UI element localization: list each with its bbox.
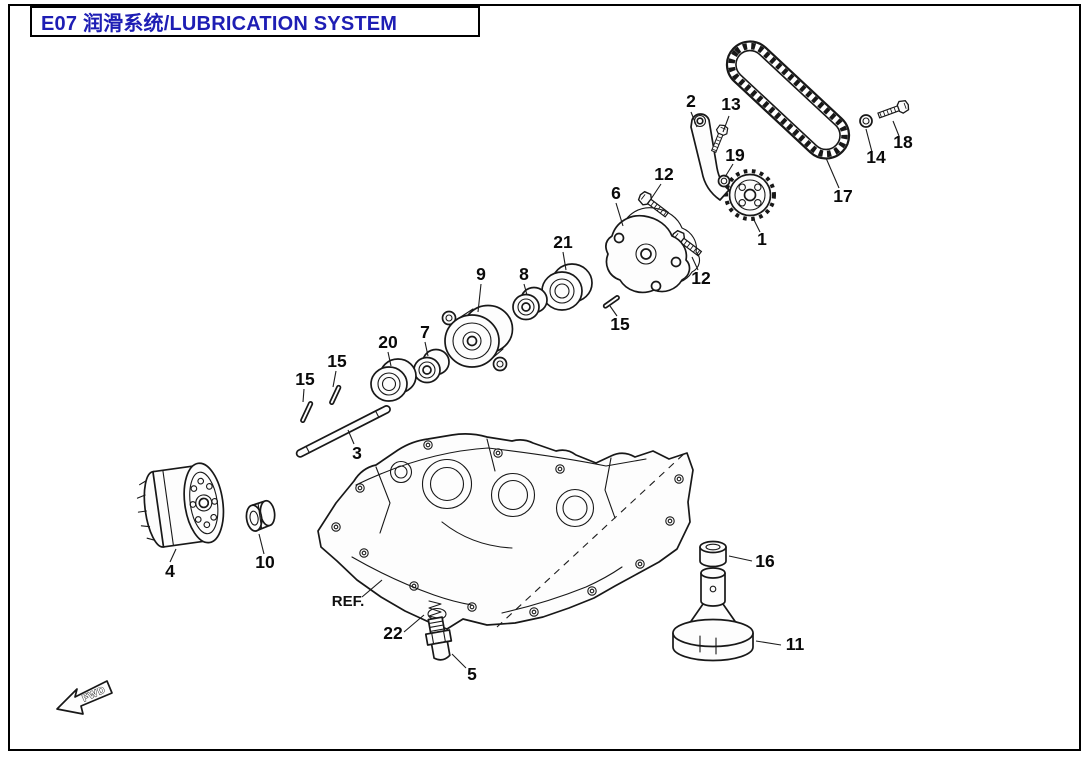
part-number-9: 9 <box>476 264 486 284</box>
part-number-17: 17 <box>833 186 852 206</box>
part-number-8: 8 <box>519 264 529 284</box>
outer-rotor-21 <box>541 263 593 311</box>
collar-16 <box>699 540 727 568</box>
part-number-15: 15 <box>610 314 630 334</box>
oil-pressure-switch <box>424 616 453 661</box>
title-box: E07 润滑系统/LUBRICATION SYSTEM <box>30 6 480 37</box>
ref-label: REF. <box>332 593 365 610</box>
pump-shaft <box>295 405 391 458</box>
part-number-16: 16 <box>755 551 775 571</box>
part-number-22: 22 <box>383 623 403 643</box>
fwd-label: FWD <box>81 684 108 704</box>
oil-filter <box>136 462 225 548</box>
part-number-21: 21 <box>553 232 573 252</box>
inner-rotor-7 <box>413 348 450 384</box>
bushing-19 <box>717 174 731 188</box>
crankcase <box>317 433 694 630</box>
part-number-20: 20 <box>378 332 398 352</box>
dowel-pin-15b <box>329 384 342 406</box>
callout-numbers: 2 13 18 14 19 17 12 6 1 21 12 9 8 15 7 20 15 15 3 4 10 22 5 16 1… <box>165 91 913 684</box>
part-number-11: 11 <box>786 634 805 654</box>
part-number-2: 2 <box>686 91 696 111</box>
outer-rotor-20 <box>370 358 417 402</box>
part-number-15: 15 <box>295 369 315 389</box>
inner-rotor-8 <box>512 286 548 321</box>
part-number-12: 12 <box>654 164 674 184</box>
part-number-10: 10 <box>255 552 275 572</box>
oil-strainer <box>672 567 754 662</box>
leader-lines <box>169 111 900 669</box>
washer-14 <box>859 114 873 128</box>
construction-line <box>496 451 687 628</box>
fwd-arrow: FWD <box>56 680 113 715</box>
page-title: E07 润滑系统/LUBRICATION SYSTEM <box>41 13 398 35</box>
oil-plug <box>245 499 276 532</box>
part-number-19: 19 <box>725 145 745 165</box>
part-number-1: 1 <box>757 229 767 249</box>
part-number-12: 12 <box>691 268 711 288</box>
part-number-6: 6 <box>611 183 621 203</box>
part-number-13: 13 <box>721 94 741 114</box>
dowel-pin-15a <box>300 401 314 424</box>
dowel-pin-15c <box>602 295 620 309</box>
part-number-5: 5 <box>467 664 477 684</box>
bolt-18 <box>876 98 912 122</box>
oil-pump-body <box>441 304 514 372</box>
part-number-14: 14 <box>866 147 886 167</box>
spring-clip-22 <box>428 600 442 620</box>
part-number-3: 3 <box>352 443 362 463</box>
part-number-4: 4 <box>165 561 175 581</box>
sprocket <box>724 169 776 221</box>
cam-chain-icon <box>725 40 851 160</box>
part-number-7: 7 <box>420 322 430 342</box>
oil-pump-cover <box>605 207 701 294</box>
part-number-18: 18 <box>893 132 913 152</box>
crankcase-bolt-bosses <box>331 440 684 617</box>
part-number-15: 15 <box>327 351 347 371</box>
